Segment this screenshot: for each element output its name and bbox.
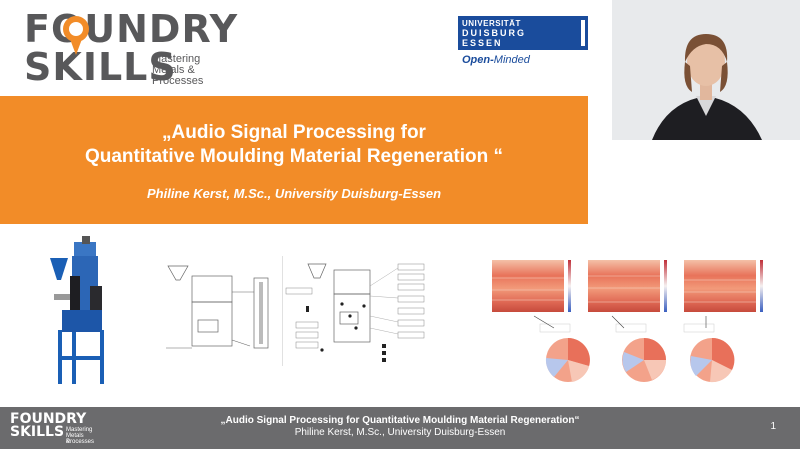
- motto-b: Minded: [493, 54, 530, 66]
- foundry-skills-logo: FOUNDRY SKILLS Mastering Metals & Proces…: [24, 10, 237, 89]
- uni-line1: UNIVERSITÄT: [462, 19, 521, 28]
- presenter-image: [612, 0, 800, 140]
- slide-footer: FOUNDRY SKILLS Mastering Metals & Proces…: [0, 407, 800, 449]
- footer-title: „Audio Signal Processing for Quantitativ…: [220, 415, 580, 426]
- footer-author: Philine Kerst, M.Sc., University Duisbur…: [294, 427, 506, 438]
- footer-logo-line2: SKILLS: [10, 424, 65, 440]
- footer-logo-tag2: Metals &: [66, 433, 84, 445]
- title-line2: Quantitative Moulding Material Regenerat…: [84, 146, 504, 167]
- university-logo: UNIVERSITÄT DUISBURG ESSEN: [458, 16, 588, 50]
- footer-logo-tag3: Processes: [66, 439, 95, 445]
- title-banner: „Audio Signal Processing for Quantitativ…: [0, 96, 588, 224]
- regeneration-machine-image: [50, 236, 104, 384]
- pie-chart-1: [539, 323, 590, 382]
- logo-tagline2: Metals &: [152, 64, 195, 76]
- motto-a: Open-: [462, 54, 494, 66]
- university-motto: Open-Minded: [462, 54, 530, 66]
- footer-logo: FOUNDRY SKILLS Mastering Metals & Proces…: [10, 411, 94, 445]
- pie-chart-3: [683, 323, 735, 383]
- spectrogram-3: [684, 260, 763, 312]
- uni-logo-bar: [581, 20, 585, 46]
- footer-logo-line1: FOUNDRY: [10, 411, 87, 427]
- process-diagram-basic: [166, 265, 269, 349]
- uni-line2: DUISBURG: [462, 28, 527, 38]
- pie-chart-2: [615, 323, 666, 382]
- spectrogram-1: [492, 260, 571, 312]
- spectrogram-2: [588, 260, 667, 312]
- author-line: Philine Kerst, M.Sc., University Duisbur…: [146, 186, 442, 201]
- footer-logo-tag1: Mastering: [66, 427, 93, 433]
- logo-line1: FOUNDRY: [24, 7, 239, 51]
- logo-line2: SKILLS: [24, 45, 177, 89]
- page-number: 1: [770, 421, 776, 432]
- logo-tagline1: Mastering: [152, 53, 201, 65]
- uni-line3: ESSEN: [462, 38, 503, 48]
- title-line1: „Audio Signal Processing for: [162, 122, 426, 143]
- logo-tagline3: Processes: [152, 75, 204, 87]
- process-diagram-sensors: [282, 256, 425, 366]
- ladle-drop-icon: [63, 16, 89, 55]
- webcam-video: [612, 0, 800, 140]
- connector-lines: [533, 315, 707, 329]
